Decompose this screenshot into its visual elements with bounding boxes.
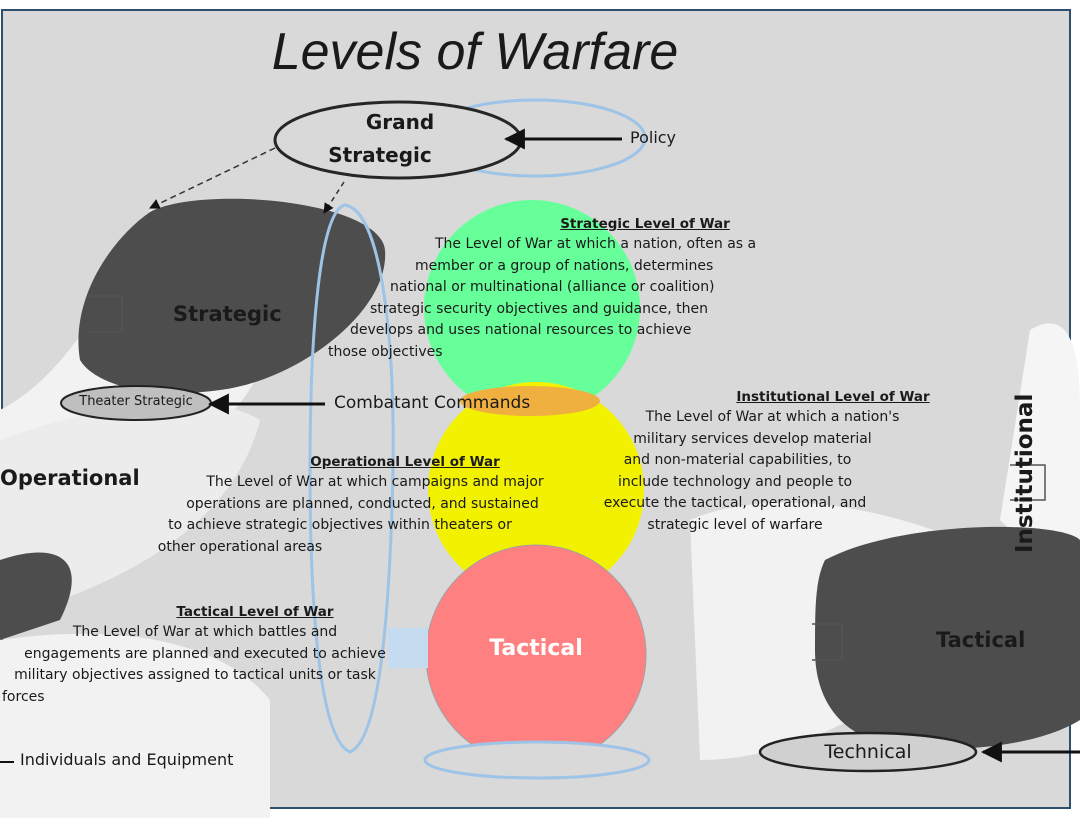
institutional-def-line: strategic level of warfare (647, 516, 823, 533)
tactical-def-body: The Level of War at which battles and en… (0, 622, 390, 708)
dark-shape-strategic (78, 198, 386, 394)
dashed-arrow-down (323, 181, 345, 214)
operational-def-line: operations are planned, conducted, and s… (186, 495, 539, 512)
institutional-def-body: The Level of War at which a nation's mil… (570, 407, 900, 536)
institutional-bracket-outline (308, 203, 395, 754)
institutional-def-line: The Level of War at which a nation's (645, 409, 900, 425)
dashed-arrow-to-strategic (149, 147, 276, 209)
operational-def-heading: Operational Level of War (310, 454, 500, 470)
strategic-def-line: The Level of War at which a nation, ofte… (435, 236, 757, 252)
combatant-commands-label: Combatant Commands (334, 393, 531, 413)
tactical-def-heading: Tactical Level of War (176, 604, 334, 620)
light-shape-operational (0, 402, 260, 610)
operational-def-line: other operational areas (157, 538, 323, 555)
tactical-def-line: engagements are planned and executed to … (24, 645, 386, 662)
dark-shape-tactical (815, 526, 1080, 749)
tactical-def-line: forces (2, 688, 45, 705)
dark-shape-left-edge (0, 552, 72, 640)
strategic-def-line: strategic security objectives and guidan… (370, 300, 709, 317)
strategic-def-line: develops and uses national resources to … (350, 322, 692, 338)
tactical-bracket-tick (812, 623, 843, 661)
operational-def-body: The Level of War at which campaigns and … (125, 472, 555, 558)
strategic-label: Strategic (173, 302, 282, 326)
tactical-def-line: The Level of War at which battles and (72, 624, 338, 640)
theater-strategic-label: Theater Strategic (79, 394, 193, 409)
strategic-def-line: national or multinational (alliance or c… (390, 279, 715, 295)
strategic-def-line: member or a group of nations, determines (415, 257, 714, 274)
tactical-label-right: Tactical (936, 628, 1026, 652)
strategic-def-body: The Level of War at which a nation, ofte… (325, 234, 775, 363)
technical-ellipse (758, 731, 978, 773)
strategic-circle (424, 200, 640, 416)
institutional-bracket-tick (1010, 464, 1046, 501)
individuals-equipment-label: Individuals and Equipment (20, 750, 234, 769)
operational-def-line: The Level of War at which campaigns and … (206, 474, 544, 490)
institutional-def-line: include technology and people to (617, 473, 853, 490)
strategic-bracket-tick (88, 295, 123, 333)
light-shape-right (1000, 323, 1080, 549)
operational-circle (428, 382, 644, 598)
page-title: Levels of Warfare (271, 23, 679, 81)
operational-def-line: to achieve strategic objectives within t… (168, 517, 512, 533)
grand-strategic-line2: Strategic (328, 143, 432, 167)
tactical-def-line: military objectives assigned to tactical… (14, 667, 376, 683)
operational-label: Operational (0, 466, 140, 490)
policy-label: Policy (630, 128, 677, 147)
technical-label: Technical (824, 741, 912, 763)
institutional-def-heading: Institutional Level of War (736, 389, 930, 405)
grand-strategic-line1: Grand (365, 110, 435, 134)
bracket-connector (388, 628, 428, 668)
light-shape-bottom-left (0, 633, 270, 818)
institutional-def-line: and non-material capabilities, to (623, 452, 852, 468)
technical-base-outline (423, 740, 651, 780)
tactical-circle-label: Tactical (489, 636, 583, 661)
strategic-def-heading: Strategic Level of War (560, 216, 730, 232)
institutional-def-line: military services develop material (633, 430, 872, 447)
theater-strategic-band (460, 386, 600, 416)
strategic-def-line: those objectives (328, 343, 443, 360)
institutional-def-line: execute the tactical, operational, and (603, 495, 867, 511)
institutional-label: Institutional (1012, 393, 1038, 553)
